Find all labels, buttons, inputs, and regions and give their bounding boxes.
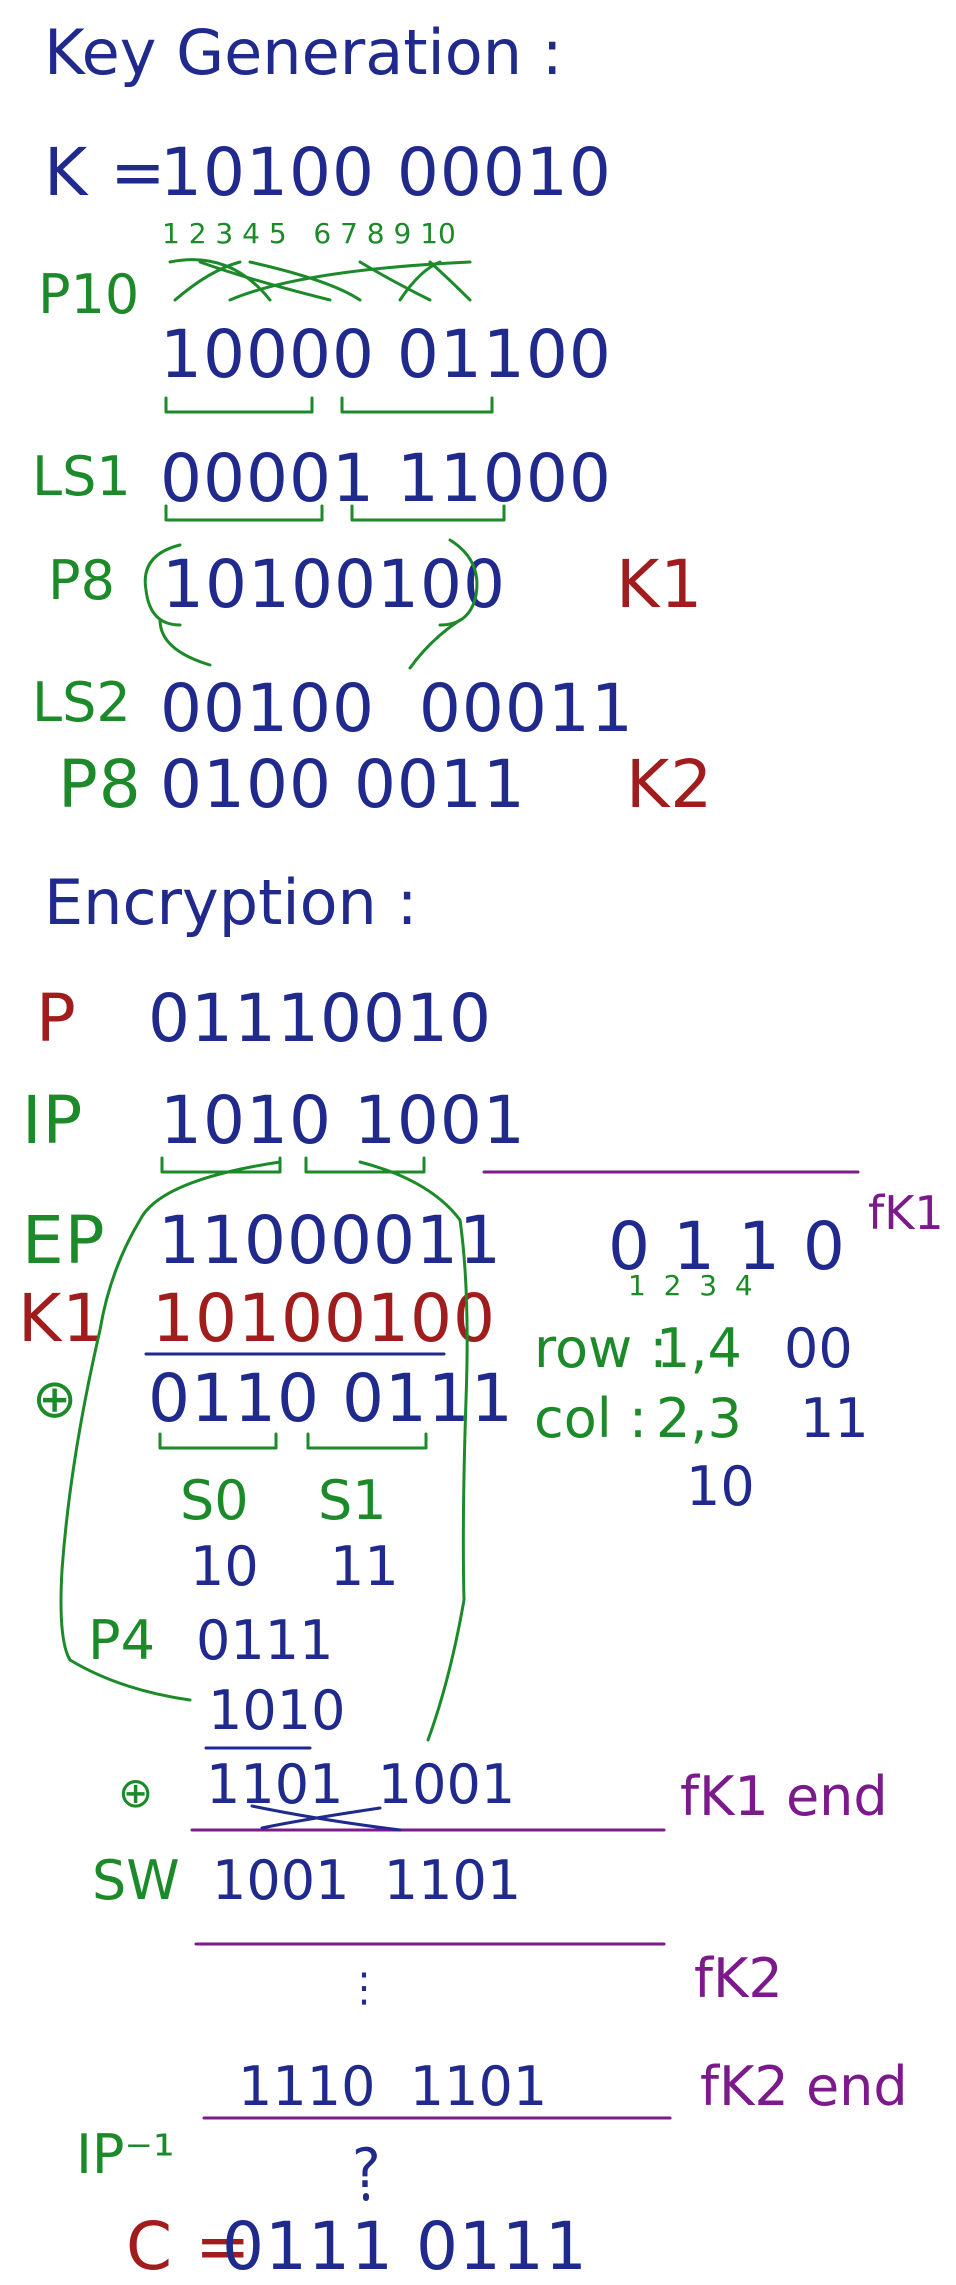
s0-label: S0 xyxy=(180,1469,249,1532)
col-label: col : xyxy=(534,1387,648,1450)
xor2-symbol: ⊕ xyxy=(118,1768,154,1817)
ls1-label: LS1 xyxy=(32,445,131,508)
k-value: 10100 00010 xyxy=(160,134,612,211)
k1-tag: K1 xyxy=(616,546,704,623)
s1-label: S1 xyxy=(318,1469,387,1532)
s0-value: 10 xyxy=(190,1535,259,1598)
p10-label: P10 xyxy=(38,263,140,326)
p8b-value: 0100 0011 xyxy=(160,746,526,823)
fk2-end-label: fK2 end xyxy=(700,2055,908,2118)
col-positions: 2,3 xyxy=(656,1387,742,1450)
key-generation-heading: Key Generation : xyxy=(44,16,563,89)
p10-crossing-lines xyxy=(168,258,472,302)
section-rules xyxy=(190,1170,860,2120)
sw-label: SW xyxy=(92,1849,180,1912)
question-mark: ? xyxy=(352,2137,381,2200)
ls2-value: 00100 00011 xyxy=(160,670,634,747)
row-positions: 1,4 xyxy=(656,1317,742,1380)
fk1-end-label: fK1 end xyxy=(680,1765,888,1828)
c-label: C = xyxy=(126,2208,252,2285)
p8-loop xyxy=(143,538,479,670)
ls1-value: 00001 11000 xyxy=(160,440,612,517)
encryption-heading: Encryption : xyxy=(44,866,418,939)
fk2-label: fK2 xyxy=(694,1947,783,2010)
p8b-label: P8 xyxy=(58,746,142,823)
col-bits: 11 xyxy=(800,1387,869,1450)
k1-value: 10100100 xyxy=(152,1280,496,1357)
p8-value: 10100100 xyxy=(162,546,506,623)
p10-value: 10000 01100 xyxy=(160,316,612,393)
p4-label: P4 xyxy=(88,1609,155,1672)
p-label: P xyxy=(36,980,77,1057)
xor-symbol: ⊕ xyxy=(32,1367,78,1430)
p8-label: P8 xyxy=(48,549,115,612)
fk1-side-label: fK1 xyxy=(868,1186,944,1240)
sbox-indices: 1 2 3 4 xyxy=(628,1269,753,1302)
xor-value: 0110 0111 xyxy=(148,1360,514,1437)
fk2-result: 1110 1101 xyxy=(238,2055,548,2118)
ip-value: 1010 1001 xyxy=(160,1082,526,1159)
grouping-braces xyxy=(158,396,506,1450)
c-value: 0111 0111 xyxy=(222,2208,588,2285)
k2-tag: K2 xyxy=(626,746,714,823)
sbox-output: 10 xyxy=(686,1455,755,1518)
ep-value: 11000011 xyxy=(158,1202,502,1279)
ellipsis-dots: ⋮ xyxy=(344,1965,384,2011)
ip-inverse-label: IP⁻¹ xyxy=(76,2123,175,2186)
p4-value: 0111 xyxy=(196,1609,334,1672)
swap-cross xyxy=(250,1804,402,1832)
s1-value: 11 xyxy=(330,1535,399,1598)
xor2-value: 1101 1001 xyxy=(206,1753,516,1816)
ls2-label: LS2 xyxy=(32,671,131,734)
k1-label: K1 xyxy=(18,1280,106,1357)
sw-value: 1001 1101 xyxy=(212,1849,522,1912)
k-label: K = xyxy=(44,134,167,211)
p10-positions: 1 2 3 4 5 6 7 8 9 10 xyxy=(162,217,456,250)
p-value: 01110010 xyxy=(148,980,492,1057)
ep-loop xyxy=(59,1160,469,1742)
left-half-value: 1010 xyxy=(208,1679,346,1742)
row-label: row : xyxy=(534,1317,668,1380)
ip-label: IP xyxy=(22,1082,84,1159)
row-bits: 00 xyxy=(784,1317,853,1380)
ep-label: EP xyxy=(22,1202,106,1279)
sbox-input: 0 1 1 0 xyxy=(608,1208,846,1285)
